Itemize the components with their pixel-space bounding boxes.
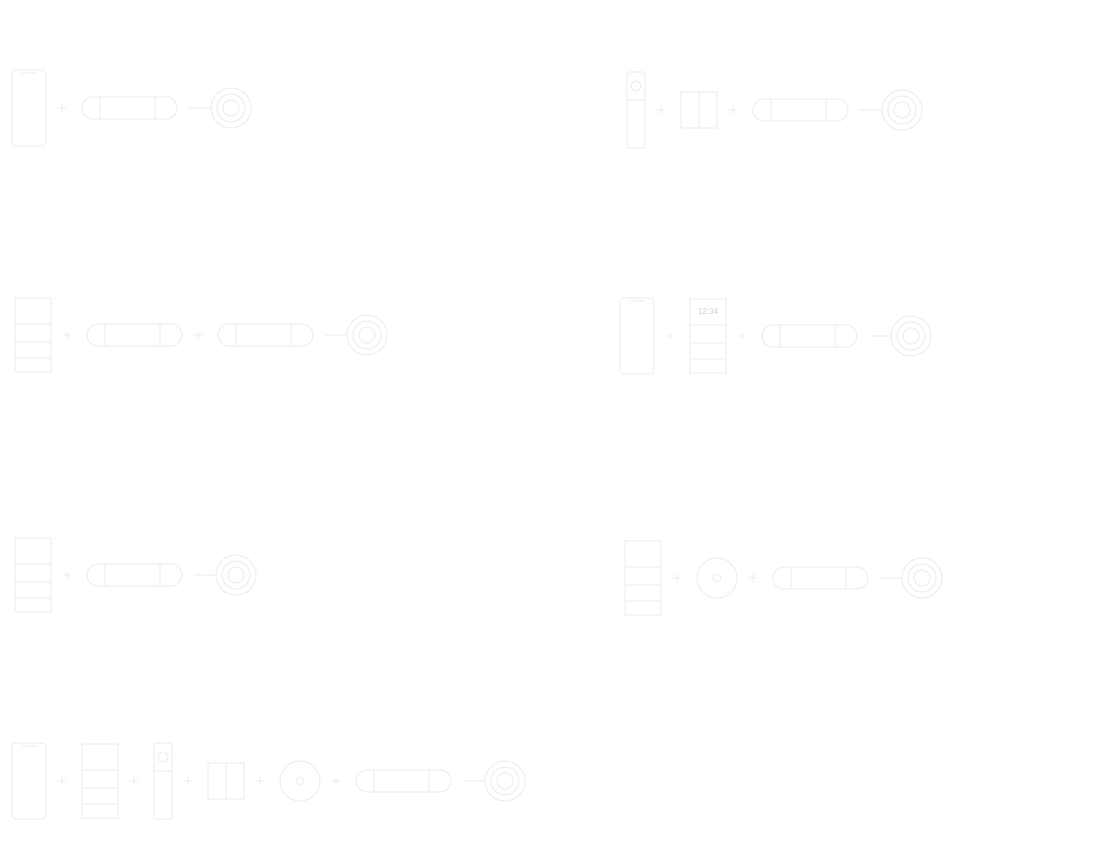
plus-icon xyxy=(657,106,665,114)
phone-icon xyxy=(619,297,655,375)
round-device-icon xyxy=(696,557,738,599)
phone-icon xyxy=(11,69,47,147)
capsule-device-icon xyxy=(86,563,183,587)
ring-target-icon xyxy=(901,557,943,599)
diagram-row-setup-7 xyxy=(11,742,526,820)
capsule-device-icon xyxy=(752,98,849,122)
plus-icon xyxy=(130,777,138,785)
diagram-row-setup-1 xyxy=(11,69,252,147)
plus-icon xyxy=(332,777,340,785)
panel-icon xyxy=(14,297,52,373)
plus-icon xyxy=(749,574,757,582)
plus-icon xyxy=(666,332,674,340)
capsule-device-icon xyxy=(772,566,869,590)
diagram-row-setup-6 xyxy=(624,540,943,616)
panel-icon xyxy=(14,537,52,613)
ring-target-icon xyxy=(346,314,388,356)
phone-icon xyxy=(11,742,47,820)
plus-icon xyxy=(58,777,66,785)
round-device-icon xyxy=(279,760,321,802)
panel-icon xyxy=(624,540,662,616)
diagram-row-setup-4: 12:34 xyxy=(619,297,932,375)
clock-text: 12:34 xyxy=(698,307,719,316)
diagram-row-setup-2 xyxy=(626,71,923,149)
plus-icon xyxy=(673,574,681,582)
ring-target-icon xyxy=(890,315,932,357)
ring-target-icon xyxy=(881,89,923,131)
remote-icon xyxy=(153,742,173,820)
plus-icon xyxy=(63,571,71,579)
plus-icon xyxy=(256,777,264,785)
capsule-device-icon xyxy=(761,324,858,348)
square-device-icon xyxy=(207,762,245,800)
ring-target-icon xyxy=(484,760,526,802)
ring-target-icon xyxy=(210,87,252,129)
diagram-row-setup-5 xyxy=(14,537,257,613)
remote-icon xyxy=(626,71,646,149)
plus-icon xyxy=(738,332,746,340)
square-device-icon xyxy=(680,91,718,129)
ring-target-icon xyxy=(215,554,257,596)
capsule-device-icon xyxy=(81,96,178,120)
capsule-device-icon xyxy=(355,769,452,793)
diagram-row-setup-3 xyxy=(14,297,388,373)
plus-icon xyxy=(63,331,71,339)
panel-icon: 12:34 xyxy=(689,298,727,374)
plus-icon xyxy=(58,104,66,112)
plus-icon xyxy=(729,106,737,114)
capsule-device-icon xyxy=(217,323,314,347)
panel-icon xyxy=(81,743,119,819)
capsule-device-icon xyxy=(86,323,183,347)
plus-icon xyxy=(184,777,192,785)
plus-icon xyxy=(194,331,202,339)
